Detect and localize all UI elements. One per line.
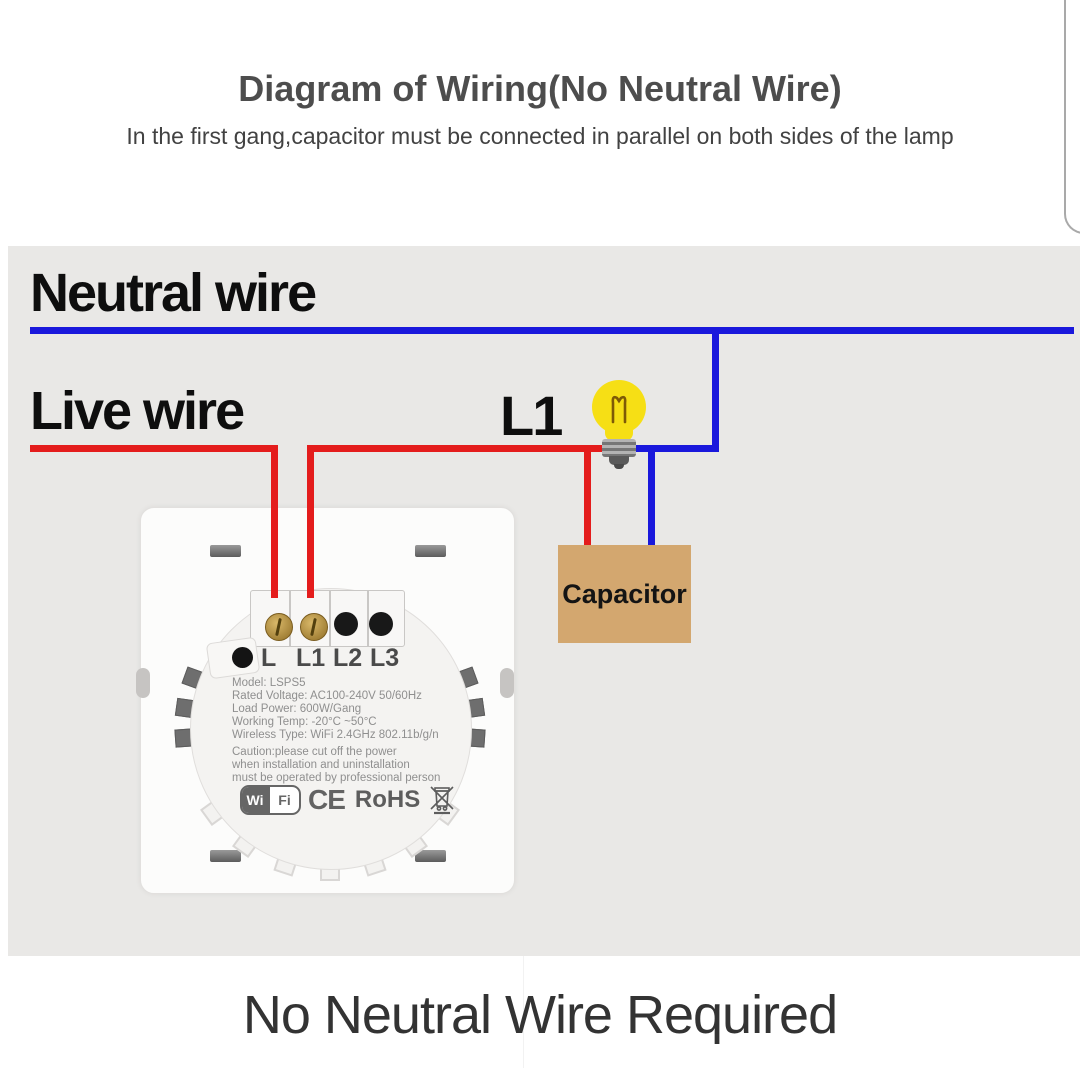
mount-slot: [210, 850, 241, 862]
rohs-label: RoHS: [354, 786, 421, 813]
terminal-hole-L3: [369, 612, 393, 636]
card-frame-corner: [1064, 0, 1080, 234]
terminal-label-l: L: [261, 644, 277, 672]
load-wire-drop-L1: [307, 445, 314, 598]
terminal-screw-L1: [300, 613, 328, 641]
wifi-logo-wi: Wi: [242, 787, 268, 813]
wifi-logo: Wi Fi: [240, 785, 301, 815]
bulb-neck: [605, 424, 633, 441]
certification-logos: Wi Fi CE RoHS: [240, 784, 455, 816]
mount-slot: [210, 545, 241, 557]
load-wire-to-capacitor: [584, 445, 591, 548]
neutral-wire-label: Neutral wire: [30, 263, 317, 323]
bulb-nub: [609, 456, 629, 465]
ce-mark-icon: CE: [308, 784, 346, 815]
module-tab-hole: [232, 647, 253, 668]
terminal-divider: [367, 591, 369, 646]
spec-voltage: Rated Voltage: AC100-240V 50/60Hz: [232, 690, 422, 702]
neutral-wire-to-lamp: [633, 445, 719, 452]
caution-line-2: when installation and uninstallation: [232, 759, 410, 771]
neutral-wire-drop: [712, 327, 719, 452]
live-wire-label: Live wire: [30, 381, 245, 441]
spec-model: Model: LSPS5: [232, 677, 306, 689]
side-clip: [500, 668, 514, 698]
image-seam: [523, 956, 524, 1068]
mount-slot: [415, 850, 446, 862]
capacitor-box: Capacitor: [558, 545, 691, 643]
capacitor-label: Capacitor: [562, 578, 687, 609]
bulb-base: [602, 439, 636, 457]
weee-bin-icon: [430, 786, 454, 815]
caution-line-3: must be operated by professional person: [232, 772, 441, 784]
terminal-label-l2: L2: [333, 644, 363, 672]
terminal-hole-L2: [334, 612, 358, 636]
caution-line-1: Caution:please cut off the power: [232, 746, 397, 758]
neutral-wire-line: [30, 327, 1074, 334]
live-wire-line: [30, 445, 278, 452]
lamp-l1-label: L1: [500, 384, 563, 447]
neutral-wire-to-capacitor: [648, 445, 655, 548]
footer-text: No Neutral Wire Required: [242, 985, 838, 1045]
live-wire-drop-L: [271, 445, 278, 598]
wifi-logo-fi: Fi: [268, 787, 299, 813]
terminal-divider: [329, 591, 331, 646]
terminal-label-l3: L3: [370, 644, 400, 672]
mount-slot: [415, 545, 446, 557]
bulb-tip: [614, 464, 624, 469]
bulb-filament-icon: [611, 395, 627, 424]
page-subtitle: In the first gang,capacitor must be conn…: [126, 123, 954, 149]
terminal-screw-L: [265, 613, 293, 641]
page-title: Diagram of Wiring(No Neutral Wire): [238, 68, 842, 109]
spec-power: Load Power: 600W/Gang: [232, 703, 362, 715]
spec-wireless: Wireless Type: WiFi 2.4GHz 802.11b/g/n: [232, 729, 439, 741]
load-wire-line: [307, 445, 606, 452]
terminal-label-l1: L1: [296, 644, 326, 672]
spec-temp: Working Temp: -20°C ~50°C: [232, 716, 377, 728]
side-clip: [136, 668, 150, 698]
